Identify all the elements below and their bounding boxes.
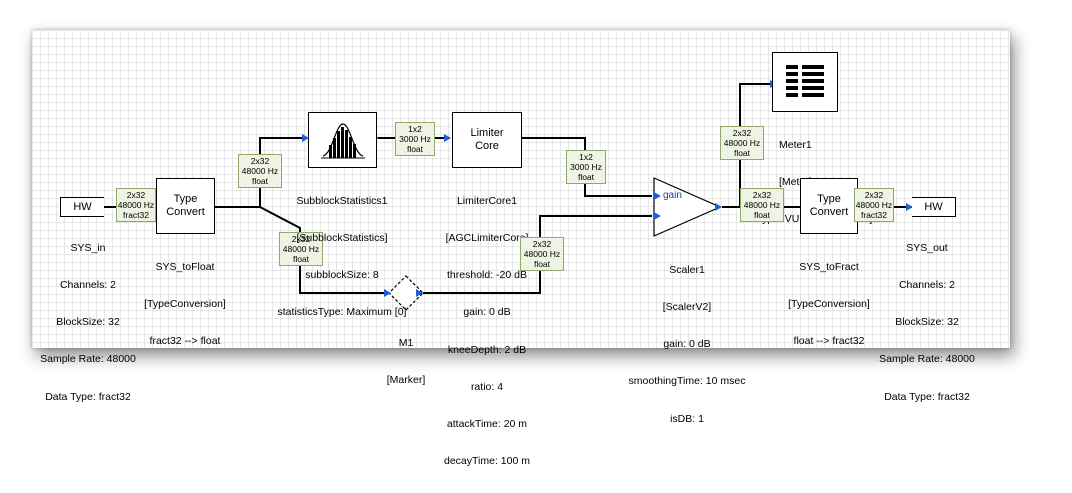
meter-block[interactable]	[772, 52, 838, 112]
port-arrow	[384, 289, 391, 297]
port-arrow	[302, 134, 309, 142]
port-arrow	[715, 203, 722, 211]
port-arrow	[654, 192, 661, 200]
sys-in-label: SYS_in Channels: 2 BlockSize: 32 Sample …	[38, 217, 138, 428]
type-convert-block-2[interactable]: Type Convert	[800, 178, 858, 234]
sys-tofloat-label: SYS_toFloat [TypeConversion] fract32 -->…	[144, 260, 226, 348]
hw-output-label: HW	[924, 200, 943, 213]
type-convert-block-1[interactable]: Type Convert	[156, 178, 215, 234]
sys-tofract-label: SYS_toFract [TypeConversion] float --> f…	[788, 260, 870, 348]
hw-input-label: HW	[73, 200, 92, 213]
port-arrow	[444, 134, 451, 142]
vu-meter-icon	[786, 65, 824, 97]
histogram-icon	[320, 123, 365, 159]
type-convert-1-line2: Convert	[166, 206, 205, 218]
type-convert-2-line2: Convert	[809, 206, 849, 218]
type-convert-2-line1: Type	[817, 193, 841, 205]
diagram-canvas[interactable]: HW SYS_in Channels: 2 BlockSize: 32 Samp…	[32, 30, 1010, 467]
sys-in-blocksize: BlockSize: 32	[56, 316, 120, 329]
hw-output-block[interactable]: HW	[912, 197, 956, 217]
scaler-gain-port-label: gain	[663, 190, 682, 201]
limiter-core-block[interactable]: Limiter Core	[452, 112, 522, 168]
sys-out-label: SYS_out Channels: 2 BlockSize: 32 Sample…	[879, 241, 975, 403]
marker-label: M1 [Marker]	[386, 336, 426, 387]
hw-input-block[interactable]: HW	[60, 197, 104, 217]
port-arrow	[654, 212, 661, 220]
sys-in-datatype: Data Type: fract32	[45, 390, 131, 403]
port-arrow	[416, 289, 423, 297]
subblock-statistics-block[interactable]	[308, 112, 377, 168]
wire-to-meter	[739, 83, 770, 207]
limiter-line2: Core	[475, 140, 499, 152]
limiter-line1: Limiter	[470, 127, 504, 139]
sys-in-channels: Channels: 2	[59, 279, 117, 292]
scaler-label: Scaler1 [ScalerV2] gain: 0 dB smoothingT…	[628, 263, 746, 425]
scaler-block	[653, 177, 722, 237]
type-convert-1-line1: Type	[173, 193, 198, 205]
marker-block	[388, 275, 424, 311]
sys-in-samplerate: Sample Rate: 48000	[40, 353, 136, 366]
sys-in-name: SYS_in	[70, 241, 106, 254]
limiter-core-label: LimiterCore1 [AGCLimiterCore] threshold:…	[444, 194, 530, 468]
subblock-statistics-label: SubblockStatistics1 [SubblockStatistics]…	[277, 194, 407, 319]
port-arrow	[906, 203, 913, 211]
